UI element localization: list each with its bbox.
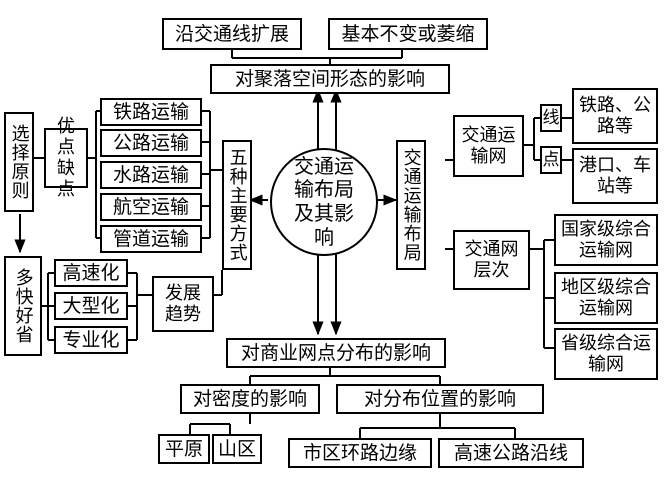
goal-box: 多快好省: [4, 256, 42, 356]
trend-title: 发展趋势: [152, 276, 214, 332]
level-national: 国家级综合运输网: [554, 214, 658, 266]
level-provincial: 省级综合运输网: [554, 328, 658, 380]
center-topic: 交通运输布局及其影响: [270, 148, 378, 256]
trend-large: 大型化: [54, 292, 128, 320]
layout-title: 交通运输布局: [396, 140, 426, 270]
mode-water: 水路运输: [100, 161, 202, 189]
mode-rail: 铁路运输: [100, 98, 202, 126]
point-examples-box: 港口、车站等: [572, 148, 658, 204]
level-title-box: 交通网层次: [453, 230, 530, 290]
trend-fast: 高速化: [54, 259, 128, 287]
mode-air: 航空运输: [100, 193, 202, 221]
ring-road-box: 市区环路边缘: [288, 438, 432, 468]
mode-road: 公路运输: [100, 129, 202, 157]
line-box: 线: [540, 104, 562, 132]
settlement-title: 对聚落空间形态的影响: [210, 64, 450, 94]
settlement-item-shrink: 基本不变或萎缩: [328, 18, 488, 50]
point-box: 点: [540, 146, 562, 174]
trend-special: 专业化: [54, 326, 128, 354]
commerce-title: 对商业网点分布的影响: [226, 338, 446, 368]
location-box: 对分布位置的影响: [336, 384, 544, 414]
density-box: 对密度的影响: [180, 384, 320, 414]
settlement-item-expand: 沿交通线扩展: [162, 18, 302, 50]
merit-box: 优点缺点: [44, 116, 88, 200]
level-regional: 地区级综合运输网: [554, 272, 658, 324]
principle-box: 选择原则: [4, 112, 34, 212]
modes-title: 五种主要方式: [222, 140, 252, 270]
expressway-box: 高速公路沿线: [438, 438, 584, 468]
network-box: 交通运输网: [453, 115, 524, 177]
mode-pipeline: 管道运输: [100, 225, 202, 253]
plain-box: 平原: [158, 434, 210, 464]
mountain-box: 山区: [212, 434, 262, 464]
line-examples-box: 铁路、公路等: [572, 88, 658, 144]
